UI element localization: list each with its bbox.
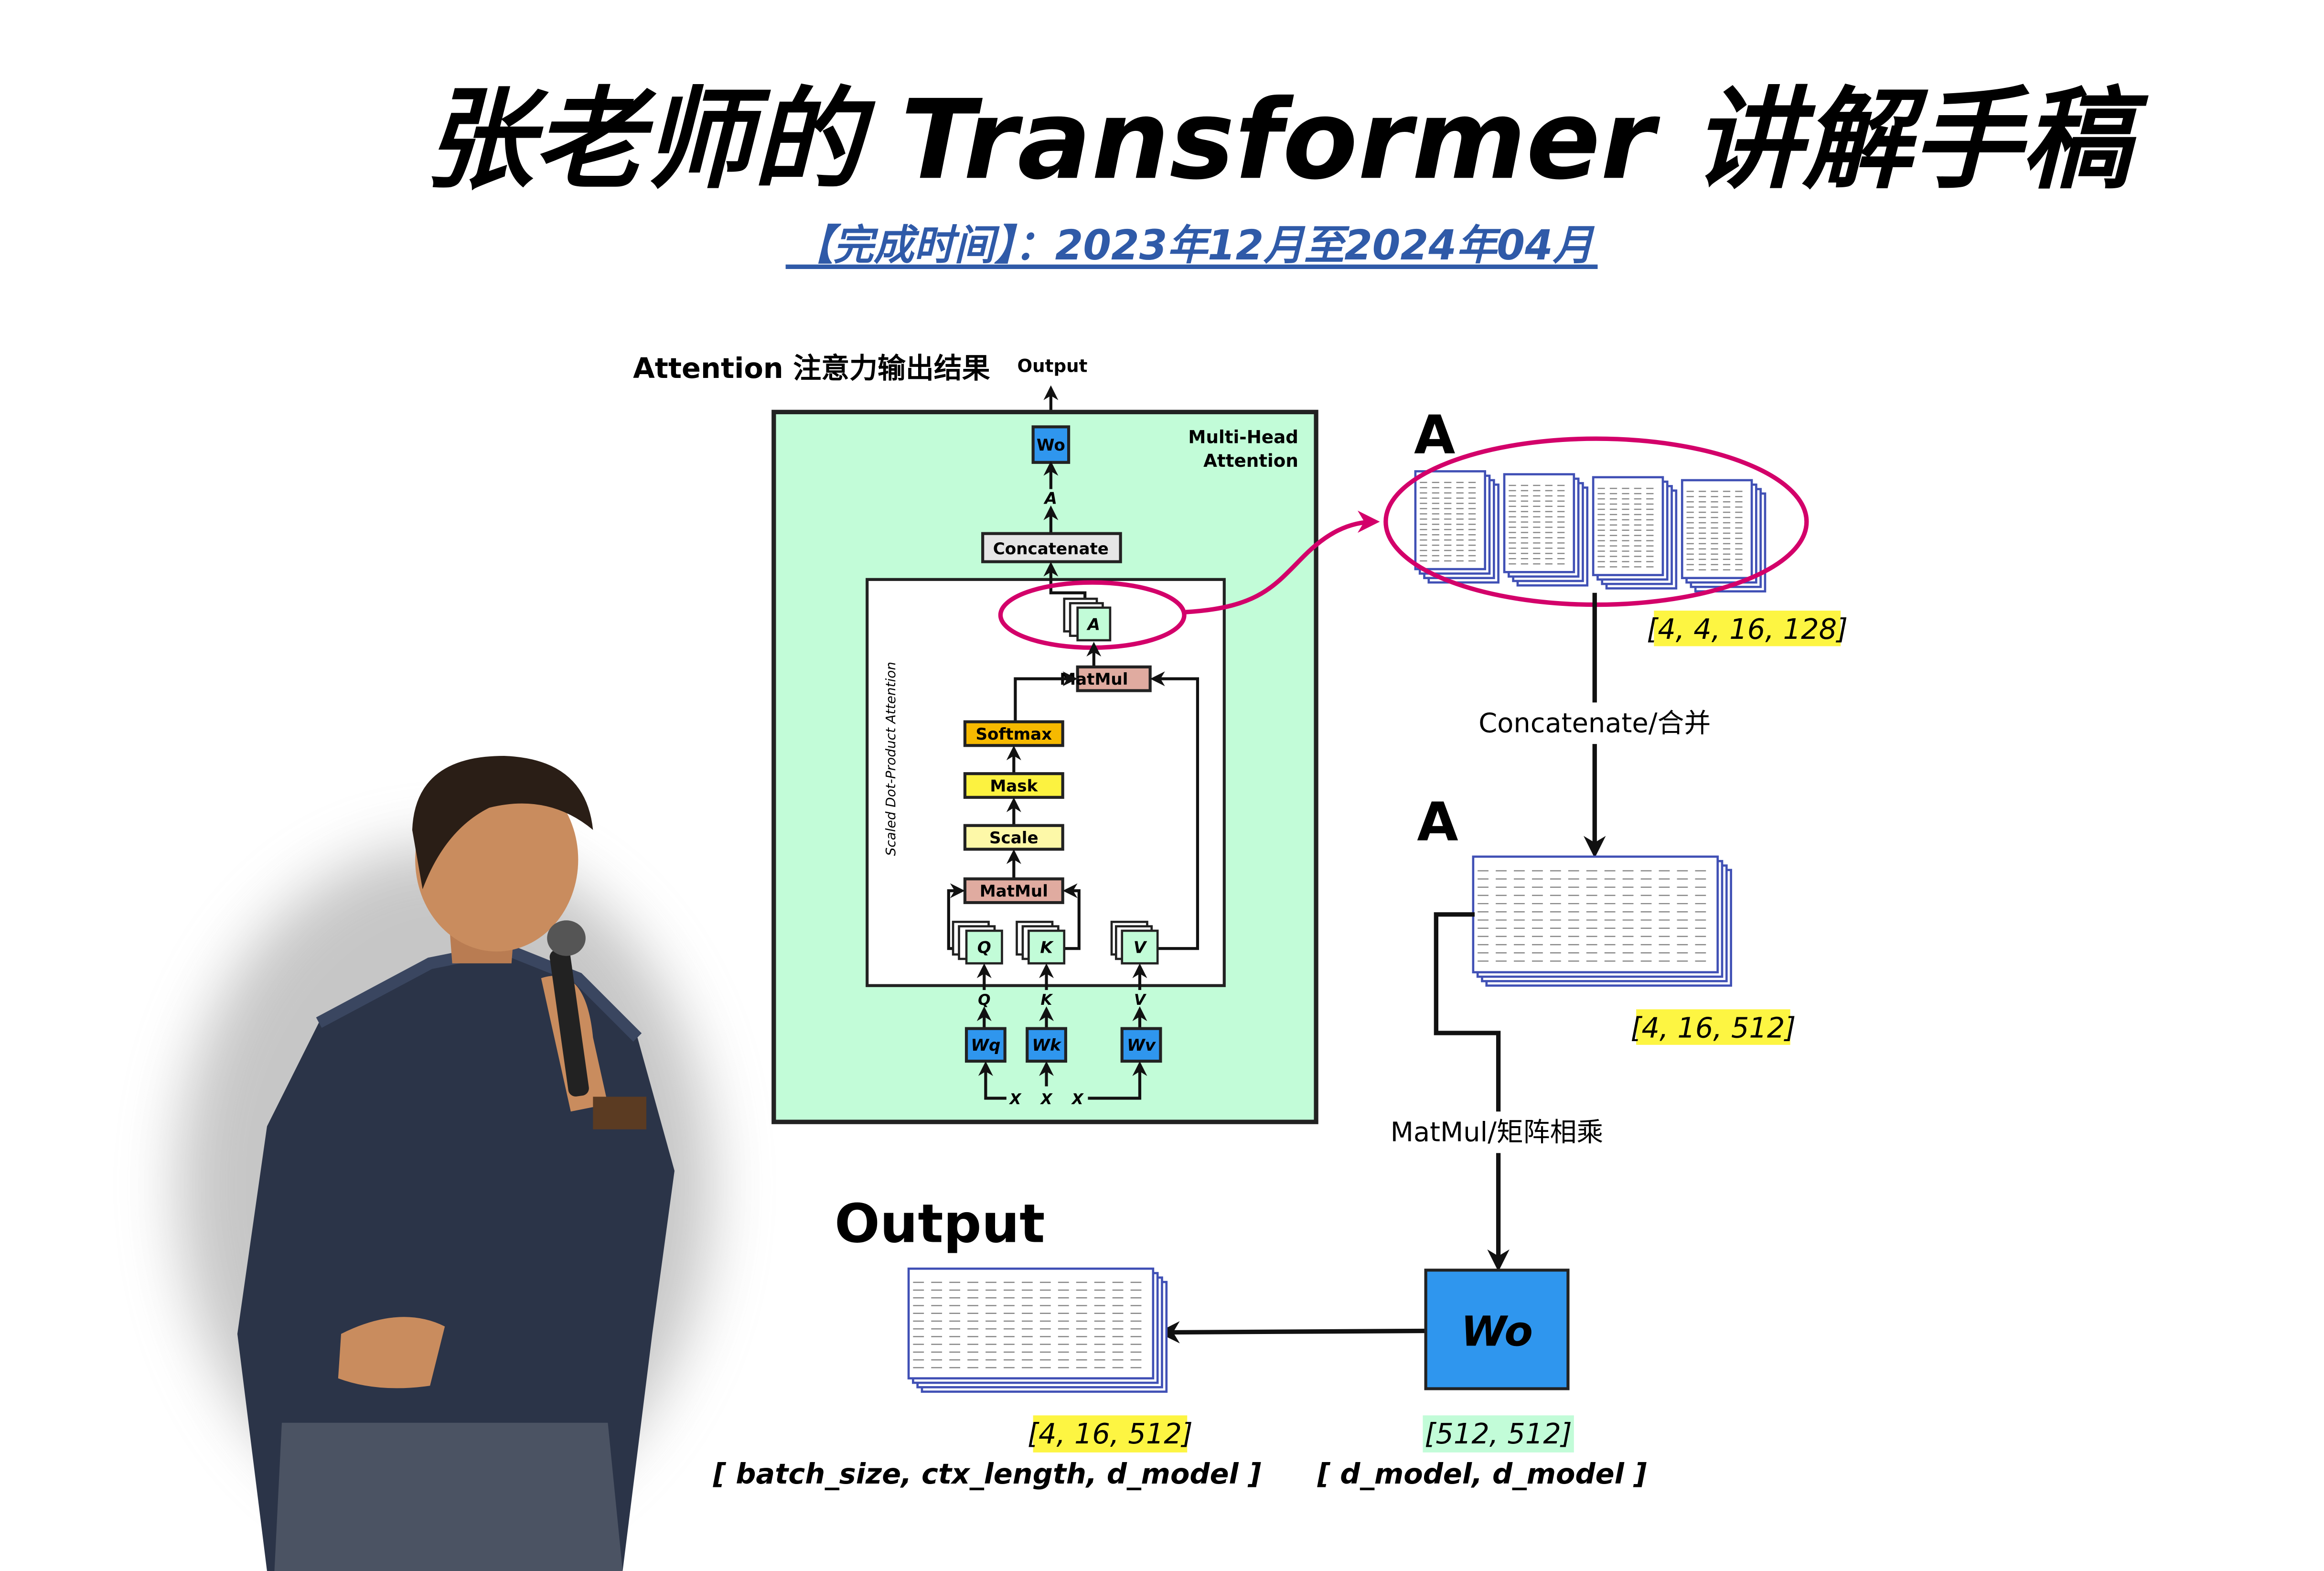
mask-box (963, 772, 1064, 799)
wo-label: Wo (1037, 436, 1065, 455)
head-matrix-stack (1681, 479, 1767, 592)
head-matrix-stack (1414, 470, 1499, 584)
q-stack: Q (952, 921, 1003, 965)
shape-wo-bg (1423, 1415, 1574, 1453)
x-label-2: X (1040, 1091, 1053, 1108)
shape-wo: [512, 512] (1424, 1417, 1572, 1450)
a-top-title: A (1414, 404, 1455, 466)
q-box-label: Q (977, 938, 991, 958)
arrow (1062, 883, 1081, 950)
wo-matrix-label: Wo (1461, 1308, 1533, 1356)
concatenate-label: Concatenate (993, 539, 1109, 559)
output-dims: [ batch_size, ctx_length, d_model ] (713, 1457, 1262, 1490)
mask-label: Mask (990, 776, 1038, 796)
softmax-label: Softmax (975, 725, 1052, 744)
page-title: 张老师的 Transformer 讲解手稿 (424, 76, 2149, 204)
matrix-sheet (1681, 479, 1753, 580)
connector-line (1434, 912, 1501, 1112)
multi-head-attention-diagram: Attention 注意力输出结果 Output Multi-Head Atte… (633, 352, 1318, 1124)
shape-a-split: [4, 4, 16, 128] (1647, 613, 1848, 646)
a-box-label: A (1086, 615, 1100, 634)
arrow (1088, 1061, 1147, 1100)
mha-title-1: Multi-Head (1188, 426, 1298, 447)
scale-box (963, 824, 1064, 851)
output-matrix (907, 1267, 1168, 1393)
v-stack: V (1110, 921, 1159, 965)
wq-label: Wq (971, 1036, 1000, 1055)
x-label-3: X (1071, 1091, 1084, 1108)
head-matrix-stack (1503, 473, 1589, 587)
arrow (1014, 671, 1078, 722)
q-label: Q (978, 991, 990, 1009)
matmul-bottom-label: MatMul (980, 882, 1048, 901)
shape-a-concat-bg (1636, 1009, 1790, 1045)
mha-title-2: Attention (1203, 450, 1298, 471)
subtitle: 【完成时间】：2023年12月至2024年04月 (793, 221, 1595, 269)
concat-flow-diagram: A [4, 4, 16, 128] Concatenate/合并 A [4, 1… (713, 404, 1848, 1490)
shape-a-split-bg (1654, 610, 1841, 646)
head-matrix-stack (1592, 476, 1678, 590)
concat-label: Concatenate/合并 (1478, 708, 1711, 739)
arrow (1157, 1321, 1424, 1344)
k-label: K (1041, 991, 1053, 1009)
a-mid-title: A (1417, 791, 1458, 853)
x-label-1: X (1008, 1091, 1022, 1108)
matmul-label: MatMul/矩阵相乘 (1391, 1117, 1603, 1148)
wk-box (1026, 1027, 1067, 1063)
wo-dims: [ d_model, d_model ] (1317, 1457, 1647, 1490)
a-stack: A (1063, 597, 1112, 642)
matrix-sheet (1414, 470, 1487, 570)
k-box-label: K (1040, 938, 1054, 958)
arrow (978, 1061, 1007, 1100)
highlight-connector (1185, 510, 1380, 614)
arrow (1043, 561, 1087, 602)
presenter-photo (178, 755, 712, 1571)
output-label: Output (1017, 355, 1088, 377)
wq-box (964, 1027, 1007, 1063)
matrix-sheet (907, 1267, 1155, 1380)
matrix-sheet (1472, 855, 1719, 974)
softmax-box (963, 720, 1064, 747)
wk-label: Wk (1032, 1036, 1062, 1055)
matmul-top-box (1076, 665, 1152, 692)
attention-heading: Attention 注意力输出结果 (633, 352, 990, 385)
matrix-sheet (1503, 473, 1575, 573)
wv-label: Wv (1127, 1036, 1157, 1055)
a-label: A (1043, 489, 1057, 508)
scaled-dot-product-title: Scaled Dot-Product Attention (883, 662, 899, 856)
v-box-label: V (1134, 938, 1147, 958)
split-head-matrices (1414, 470, 1767, 592)
matrix-sheet (1592, 476, 1664, 576)
k-stack: K (1016, 921, 1066, 965)
shape-a-concat: [4, 16, 512] (1630, 1011, 1796, 1044)
v-label: V (1134, 991, 1147, 1009)
concatenated-matrix (1472, 855, 1732, 987)
output-title: Output (835, 1193, 1045, 1255)
wo-matrix-box (1424, 1269, 1570, 1390)
shape-output-bg (1033, 1415, 1188, 1453)
shape-output: [4, 16, 512] (1028, 1417, 1193, 1450)
scale-label: Scale (989, 829, 1039, 848)
arrow (1150, 671, 1199, 950)
